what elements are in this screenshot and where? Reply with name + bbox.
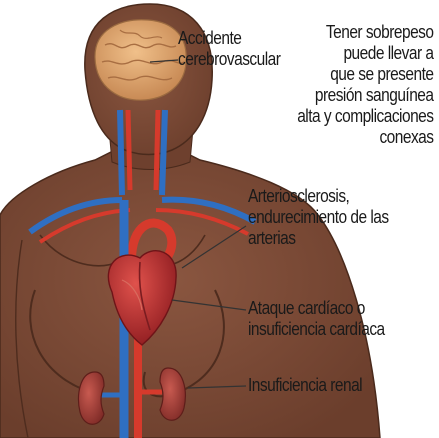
label-atherosclerosis-line-1: Arteriosclerosis, bbox=[248, 186, 389, 207]
label-heart: Ataque cardíaco o insuficiencia cardíaca bbox=[248, 298, 385, 340]
note-overweight-line-6: conexas bbox=[297, 127, 433, 148]
label-stroke-line-1: Accidente bbox=[178, 28, 280, 49]
label-atherosclerosis-line-3: arterias bbox=[248, 228, 389, 249]
label-stroke-line-2: cerebrovascular bbox=[178, 49, 280, 70]
label-atherosclerosis-line-2: endurecimiento de las bbox=[248, 207, 389, 228]
label-stroke: Accidente cerebrovascular bbox=[178, 28, 280, 70]
neck-vein-right bbox=[162, 110, 165, 195]
note-overweight-line-4: presión sanguínea bbox=[297, 85, 433, 106]
note-overweight-line-5: alta y complicaciones bbox=[297, 106, 433, 127]
neck-artery-left bbox=[128, 110, 130, 190]
label-kidney: Insuficiencia renal bbox=[248, 375, 362, 396]
label-kidney-line-1: Insuficiencia renal bbox=[248, 375, 362, 396]
label-heart-line-1: Ataque cardíaco o bbox=[248, 298, 385, 319]
neck-vein-left bbox=[120, 110, 122, 195]
note-overweight-line-2: puede llevar a bbox=[297, 43, 433, 64]
note-overweight-line-3: que se presente bbox=[297, 64, 433, 85]
note-overweight: Tener sobrepeso puede llevar a que se pr… bbox=[297, 22, 433, 148]
note-overweight-line-1: Tener sobrepeso bbox=[297, 22, 433, 43]
label-heart-line-2: insuficiencia cardíaca bbox=[248, 319, 385, 340]
label-atherosclerosis: Arteriosclerosis, endurecimiento de las … bbox=[248, 186, 389, 249]
kidney-left bbox=[79, 372, 104, 424]
neck-artery-right bbox=[156, 110, 158, 190]
